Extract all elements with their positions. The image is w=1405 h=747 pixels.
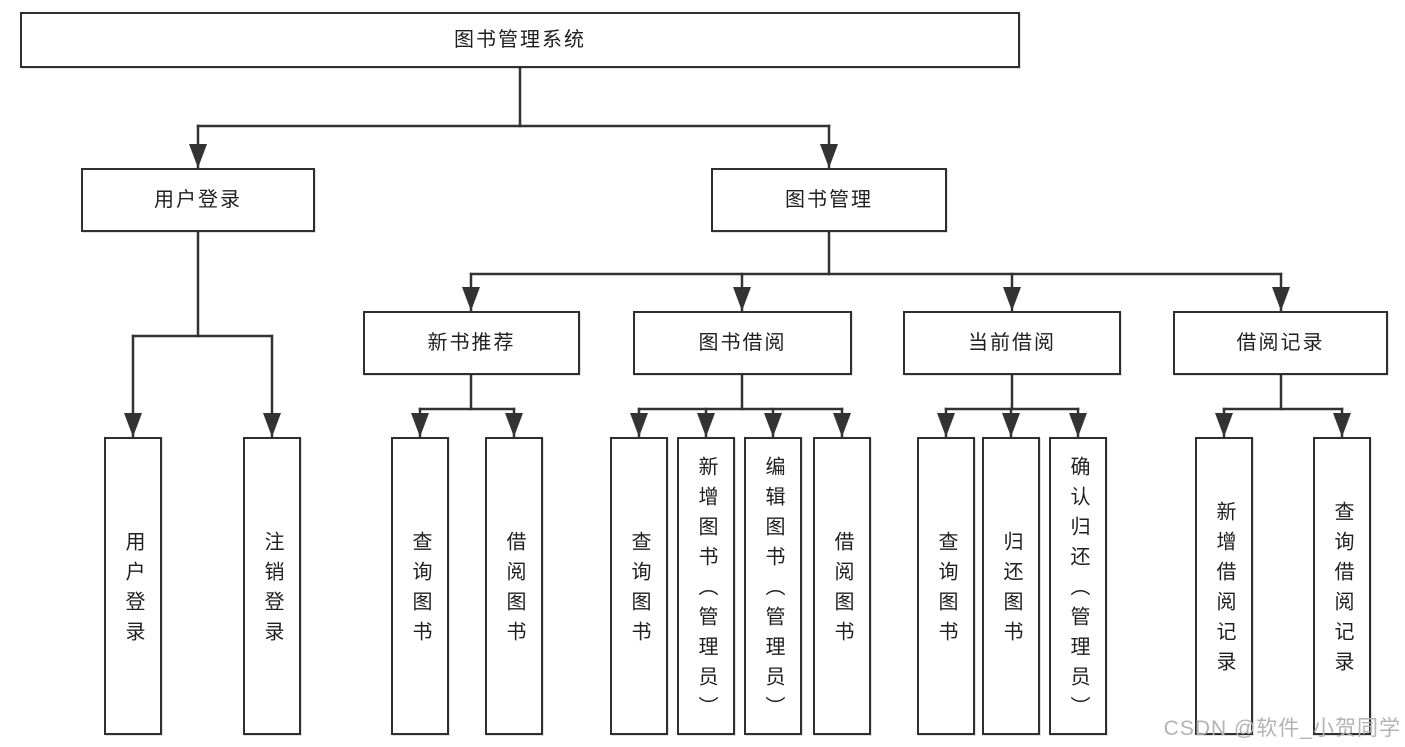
node-new-book-recommend-label: 新书推荐 xyxy=(427,332,516,354)
node-leaf-edit-books-admin: 编辑图书（管理员） xyxy=(744,437,802,735)
node-leaf-query-books-current-label: 查询图书 xyxy=(935,531,957,651)
node-leaf-add-books-admin-label: 新增图书（管理员） xyxy=(695,456,717,726)
node-current-borrow-label: 当前借阅 xyxy=(968,332,1056,354)
node-leaf-confirm-return-admin-label: 确认归还（管理员） xyxy=(1067,456,1089,726)
node-leaf-add-borrow-record-label: 新增借阅记录 xyxy=(1213,501,1235,681)
node-borrow-record: 借阅记录 xyxy=(1173,311,1388,375)
node-book-borrow-label: 图书借阅 xyxy=(698,332,787,354)
node-leaf-query-books-recommend: 查询图书 xyxy=(391,437,449,735)
node-leaf-add-books-admin: 新增图书（管理员） xyxy=(677,437,735,735)
node-leaf-return-books-label: 归还图书 xyxy=(1000,531,1022,651)
node-leaf-borrow-books-recommend-label: 借阅图书 xyxy=(503,531,525,651)
node-leaf-borrow-books-label: 借阅图书 xyxy=(831,531,853,651)
node-leaf-query-books-recommend-label: 查询图书 xyxy=(409,531,431,651)
node-leaf-confirm-return-admin: 确认归还（管理员） xyxy=(1049,437,1107,735)
node-new-book-recommend: 新书推荐 xyxy=(363,311,580,375)
node-leaf-user-login: 用户登录 xyxy=(104,437,162,735)
node-leaf-borrow-books-recommend: 借阅图书 xyxy=(485,437,543,735)
node-leaf-query-books-borrow-label: 查询图书 xyxy=(628,531,650,651)
node-root: 图书管理系统 xyxy=(20,12,1020,68)
node-book-management: 图书管理 xyxy=(711,168,947,232)
node-book-borrow: 图书借阅 xyxy=(633,311,852,375)
node-leaf-logout-label: 注销登录 xyxy=(261,531,283,651)
node-borrow-record-label: 借阅记录 xyxy=(1236,332,1325,354)
node-leaf-query-borrow-record: 查询借阅记录 xyxy=(1313,437,1371,735)
node-root-label: 图书管理系统 xyxy=(454,29,586,51)
node-user-login: 用户登录 xyxy=(81,168,315,232)
node-leaf-borrow-books: 借阅图书 xyxy=(813,437,871,735)
connector-group xyxy=(124,66,1351,438)
csdn-watermark: CSDN @软件_小贺同学 xyxy=(1163,717,1401,740)
node-user-login-label: 用户登录 xyxy=(154,189,242,211)
node-leaf-edit-books-admin-label: 编辑图书（管理员） xyxy=(762,456,784,726)
node-current-borrow: 当前借阅 xyxy=(903,311,1121,375)
node-leaf-query-borrow-record-label: 查询借阅记录 xyxy=(1331,501,1353,681)
node-leaf-user-login-label: 用户登录 xyxy=(122,531,144,651)
node-leaf-query-books-borrow: 查询图书 xyxy=(610,437,668,735)
node-leaf-add-borrow-record: 新增借阅记录 xyxy=(1195,437,1253,735)
node-leaf-query-books-current: 查询图书 xyxy=(917,437,975,735)
node-book-management-label: 图书管理 xyxy=(785,189,873,211)
node-leaf-return-books: 归还图书 xyxy=(982,437,1040,735)
node-leaf-logout: 注销登录 xyxy=(243,437,301,735)
